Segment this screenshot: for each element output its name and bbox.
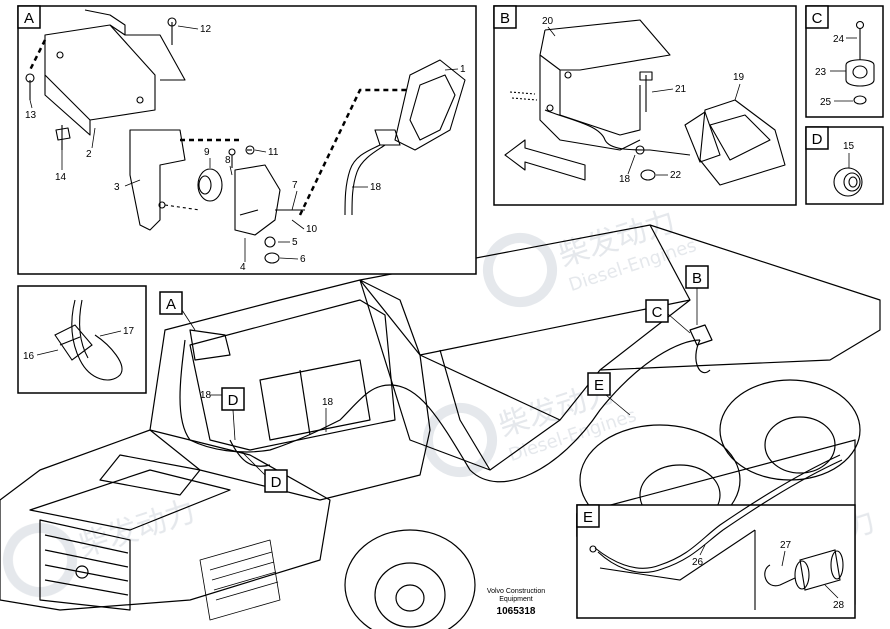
part-label-9: 9 (204, 147, 210, 158)
part-label-18: 18 (370, 182, 382, 193)
part-label-15: 15 (843, 141, 855, 152)
part-label-17: 17 (123, 326, 135, 337)
panel-D: D 15 (805, 126, 884, 205)
part-label-20: 20 (542, 16, 554, 27)
callout-B[interactable]: B (685, 265, 709, 325)
part-label-24: 24 (833, 34, 845, 45)
footer-company: Volvo Construction (487, 588, 545, 595)
part-label-1: 1 (460, 64, 466, 75)
panel-letter: A (24, 10, 34, 27)
panel-A-labels: 1 2 3 4 5 6 7 8 9 10 11 12 13 14 18 (25, 24, 466, 273)
svg-text:C: C (652, 304, 663, 321)
part-label-3: 3 (114, 182, 120, 193)
svg-text:D: D (228, 392, 239, 409)
panel-C-labels: 24 23 25 (815, 34, 845, 108)
callout-D-upper[interactable]: D (221, 387, 245, 441)
part-label-8: 8 (225, 155, 231, 166)
callout-D-lower[interactable]: D (241, 451, 288, 493)
panel-E-frame (576, 504, 856, 619)
part-label-28: 28 (833, 600, 845, 611)
hood (0, 429, 331, 611)
part-label-11: 11 (268, 147, 279, 158)
document-number: 1065318 (497, 606, 536, 617)
part-label-23: 23 (815, 67, 827, 78)
footer-company-2: Equipment (499, 596, 533, 603)
dump-body (359, 224, 881, 471)
watermark-cn: 柴发动力 (75, 494, 200, 564)
panel-letter: D (812, 131, 823, 148)
part-label-19: 19 (733, 72, 745, 83)
grommet-15 (833, 167, 863, 197)
part-label-12: 12 (200, 24, 212, 35)
part-label-7: 7 (292, 180, 298, 191)
svg-text:E: E (594, 377, 604, 394)
part-label-25: 25 (820, 97, 832, 108)
part-label-6: 6 (300, 254, 306, 265)
cable-route (179, 339, 701, 483)
panel-cable-tie: 17 16 (17, 285, 147, 394)
part-label-13: 13 (25, 110, 37, 121)
direction-arrow (504, 139, 586, 181)
part-label-26: 26 (692, 557, 704, 568)
panel-B: B 20 21 (493, 5, 797, 206)
callout-E[interactable]: E (587, 372, 631, 416)
part-label-10: 10 (306, 224, 318, 235)
clamp-27 (764, 564, 796, 587)
panel-E-labels: 26 27 28 (692, 540, 845, 611)
svg-text:A: A (166, 296, 176, 313)
callout-C[interactable]: C (645, 299, 691, 334)
part-label-14: 14 (55, 172, 67, 183)
front-wheel (344, 529, 476, 629)
panel-letter: C (812, 10, 823, 27)
panel-C: C 24 23 25 (805, 5, 884, 118)
part-label-16: 16 (23, 351, 35, 362)
part-label-21: 21 (675, 84, 687, 95)
machine-overview (0, 224, 881, 629)
part-label-2: 2 (86, 149, 92, 160)
grille (39, 519, 131, 611)
panel-B-labels: 20 21 19 18 22 (542, 16, 745, 185)
cable-tie-labels: 17 16 (23, 326, 135, 362)
overview-label-18b: 18 (322, 397, 334, 408)
part-label-27: 27 (780, 540, 792, 551)
panel-A: A (17, 5, 477, 275)
clamp-23 (845, 59, 875, 87)
part-label-18: 18 (619, 174, 631, 185)
bracket-4 (234, 164, 281, 236)
hose-26 (594, 454, 841, 569)
panel-E: E E 26 27 28 (576, 439, 856, 619)
part-label-22: 22 (670, 170, 682, 181)
panel-letter: B (500, 10, 510, 27)
sleeve-28 (799, 549, 841, 591)
callout-A[interactable]: A (159, 291, 196, 331)
part-label-4: 4 (240, 262, 246, 273)
panel-letter: E (583, 509, 593, 526)
display-unit-1 (394, 59, 466, 151)
svg-text:B: B (692, 270, 702, 287)
svg-text:D: D (271, 474, 282, 491)
overview-label-18a: 18 (200, 390, 212, 401)
side-vents (199, 539, 281, 621)
buzzer-9 (197, 168, 223, 202)
cab (149, 279, 431, 501)
part-label-5: 5 (292, 237, 298, 248)
